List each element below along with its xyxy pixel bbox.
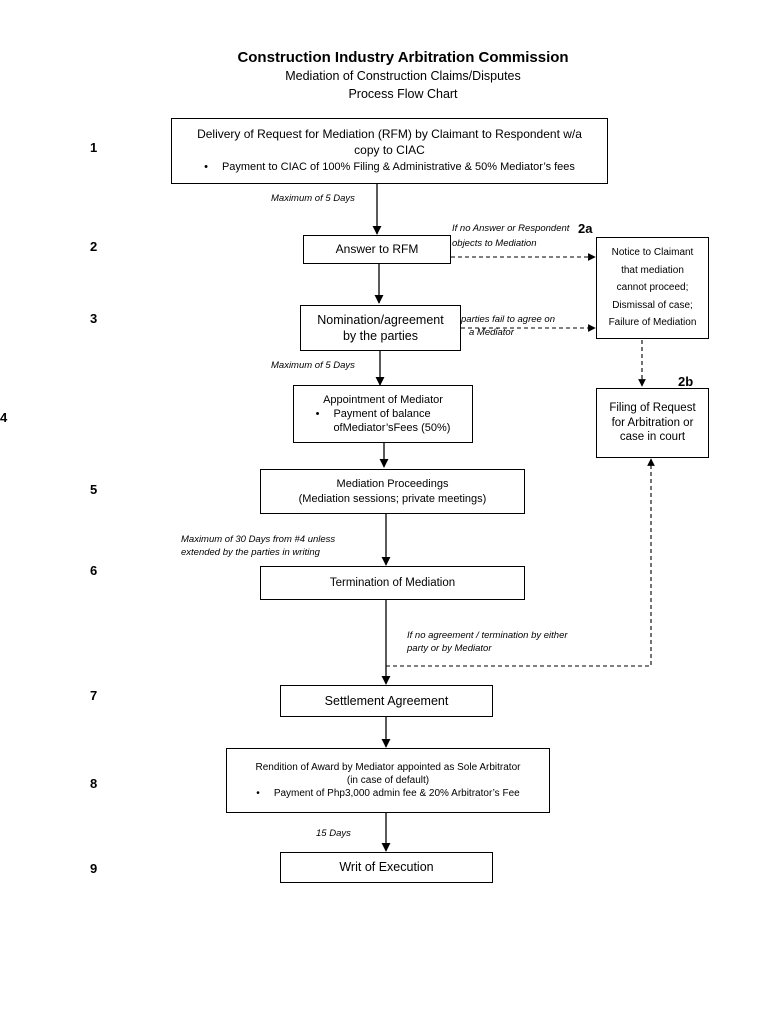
proceedings-line-2: (Mediation sessions; private meetings) (298, 492, 487, 505)
step-number-7: 7 (90, 688, 98, 703)
note-no-agreement-line-1: If no agreement / termination by either (407, 630, 568, 641)
note-max-30-days-line-1: Maximum of 30 Days from #4 unless (181, 534, 336, 545)
settlement-agreement-box: Settlement Agreement (280, 685, 493, 717)
settlement-text: Settlement Agreement (324, 693, 449, 708)
proceedings-line-1: Mediation Proceedings (336, 478, 449, 491)
note-fail-to-agree-line-2: a Mediator (469, 326, 514, 338)
request-fee-item: • Payment to CIAC of 100% Filing & Admin… (204, 160, 575, 174)
termination-box: Termination of Mediation (260, 566, 525, 600)
note-fail-to-agree: parties fail to agree on a Mediator (461, 314, 555, 340)
notice-line-1: Notice to Claimant (611, 247, 694, 259)
step-number-3: 3 (90, 311, 98, 326)
request-for-mediation-box: Delivery of Request for Mediation (RFM) … (171, 118, 608, 184)
step-number-2a: 2a (578, 221, 593, 236)
step-number-9: 9 (90, 861, 98, 876)
rendition-line-2: (in case of default) (346, 775, 430, 786)
rendition-line-1: Rendition of Award by Mediator appointed… (255, 762, 521, 773)
note-fail-to-agree-line-1: parties fail to agree on (461, 314, 556, 325)
bullet-icon: • (256, 788, 260, 799)
request-line-1: Delivery of Request for Mediation (RFM) … (197, 127, 582, 142)
request-fee-text: Payment to CIAC of 100% Filing & Adminis… (221, 161, 575, 174)
filing-line-1: Filing of Request (609, 401, 696, 414)
note-no-agreement-line-2: party or by Mediator (407, 642, 492, 654)
nomination-box: Nomination/agreement by the parties (300, 305, 461, 351)
nomination-line-1: Nomination/agreement (317, 312, 444, 327)
step-number-2b: 2b (678, 374, 694, 389)
page-title: Construction Industry Arbitration Commis… (237, 49, 569, 66)
page-subtitle: Mediation of Construction Claims/Dispute… (285, 69, 521, 83)
notice-to-claimant-box: Notice to Claimant that mediation cannot… (596, 237, 709, 339)
filing-of-request-box: Filing of Request for Arbitration or cas… (596, 388, 709, 458)
step-number-1: 1 (90, 140, 98, 155)
step-number-5: 5 (90, 482, 98, 497)
note-max-5-days-1: Maximum of 5 Days (271, 193, 355, 204)
appointment-fee-line-2: ofMediator’sFees (50%) (333, 422, 451, 435)
note-max-5-days-2: Maximum of 5 Days (271, 360, 355, 371)
note-max-30-days: Maximum of 30 Days from #4 unless extend… (181, 534, 335, 560)
rendition-fee-item: • Payment of Php3,000 admin fee & 20% Ar… (256, 787, 519, 800)
rendition-fee-text: Payment of Php3,000 admin fee & 20% Arbi… (273, 788, 520, 799)
dashed-arrow-7-to-2b (386, 458, 655, 667)
rendition-of-award-box: Rendition of Award by Mediator appointed… (226, 748, 550, 813)
note-no-answer: If no Answer or Respondent objects to Me… (452, 223, 569, 251)
note-max-30-days-line-2: extended by the parties in writing (181, 546, 320, 558)
note-no-answer-line-2: objects to Mediation (452, 237, 537, 249)
page-subtitle-2: Process Flow Chart (348, 87, 458, 101)
bullet-icon: • (204, 161, 208, 174)
notice-line-5: Failure of Mediation (608, 317, 697, 329)
filing-line-2: for Arbitration or (611, 416, 694, 429)
note-no-agreement: If no agreement / termination by either … (407, 630, 568, 656)
note-15-days: 15 Days (316, 828, 351, 839)
notice-line-3: cannot proceed; (616, 282, 689, 294)
nomination-line-2: by the parties (342, 329, 419, 343)
appointment-fee-line-1: Payment of balance (333, 407, 431, 420)
writ-of-execution-box: Writ of Execution (280, 852, 493, 883)
writ-text: Writ of Execution (339, 860, 434, 875)
filing-line-3: case in court (619, 431, 686, 444)
answer-to-rfm-box: Answer to RFM (303, 235, 451, 264)
request-line-2: copy to CIAC (354, 142, 425, 157)
bullet-icon: • (315, 407, 320, 420)
notice-line-4: Dismissal of case; (612, 299, 693, 311)
step-number-2: 2 (90, 239, 98, 254)
termination-text: Termination of Mediation (329, 576, 456, 589)
mediation-proceedings-box: Mediation Proceedings (Mediation session… (260, 469, 525, 514)
appointment-box: Appointment of Mediator • Payment of bal… (293, 385, 473, 443)
notice-line-2: that mediation (621, 264, 684, 276)
note-no-answer-line-1: If no Answer or Respondent (452, 223, 570, 234)
step-number-4: 4 (0, 410, 8, 425)
step-number-8: 8 (90, 776, 98, 791)
step-number-6: 6 (90, 563, 98, 578)
answer-text: Answer to RFM (335, 241, 419, 256)
appointment-title: Appointment of Mediator (323, 393, 443, 406)
appointment-fee-item: • Payment of balance ofMediator’sFees (5… (316, 407, 451, 436)
